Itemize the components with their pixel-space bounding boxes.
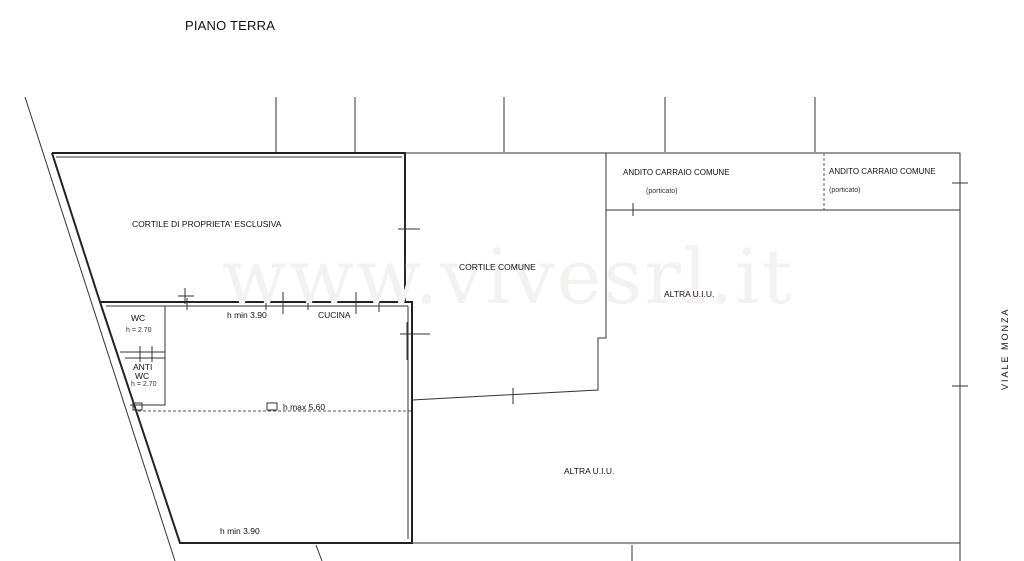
page-title: PIANO TERRA [185, 18, 276, 33]
label-h-min-top: h min 3.90 [227, 310, 267, 320]
column [266, 402, 278, 411]
label-porticato-2: (porticato) [829, 187, 861, 194]
label-cortile-esclusiva: CORTILE DI PROPRIETA' ESCLUSIVA [132, 219, 282, 229]
label-h-min-bottom: h min 3.90 [220, 526, 260, 536]
courtyard-exclusive-left-wall [51, 152, 101, 303]
label-andito-2: ANDITO CARRAIO COMUNE [829, 167, 936, 176]
unit-outer-wall [99, 301, 413, 544]
wc-block-wall [106, 305, 166, 406]
label-altra-uiu-top: ALTRA U.I.U. [664, 289, 715, 299]
label-cucina: CUCINA [318, 310, 351, 320]
street-label: VIALE MONZA [1000, 307, 1010, 390]
label-h-max: h max 5.60 [283, 402, 326, 412]
label-porticato-1: (porticato) [646, 188, 678, 195]
label-altra-uiu-bottom: ALTRA U.I.U. [564, 466, 615, 476]
common-courtyard-boundary [411, 153, 607, 401]
common-courtyard-outline [405, 152, 961, 561]
left-boundary-line [24, 96, 176, 561]
watermark: www.vivesrl.it [222, 232, 795, 321]
column [132, 402, 143, 411]
label-wc-height: h = 2.70 [126, 327, 152, 334]
label-wc: WC [131, 313, 146, 323]
bottom-tick-line [315, 544, 323, 561]
label-anti: ANTI [133, 362, 153, 372]
label-anti-wc: WC [135, 371, 150, 381]
label-anti-height: h = 2.70 [131, 381, 157, 388]
label-andito-1: ANDITO CARRAIO COMUNE [623, 168, 730, 177]
label-cortile-comune: CORTILE COMUNE [459, 262, 536, 272]
